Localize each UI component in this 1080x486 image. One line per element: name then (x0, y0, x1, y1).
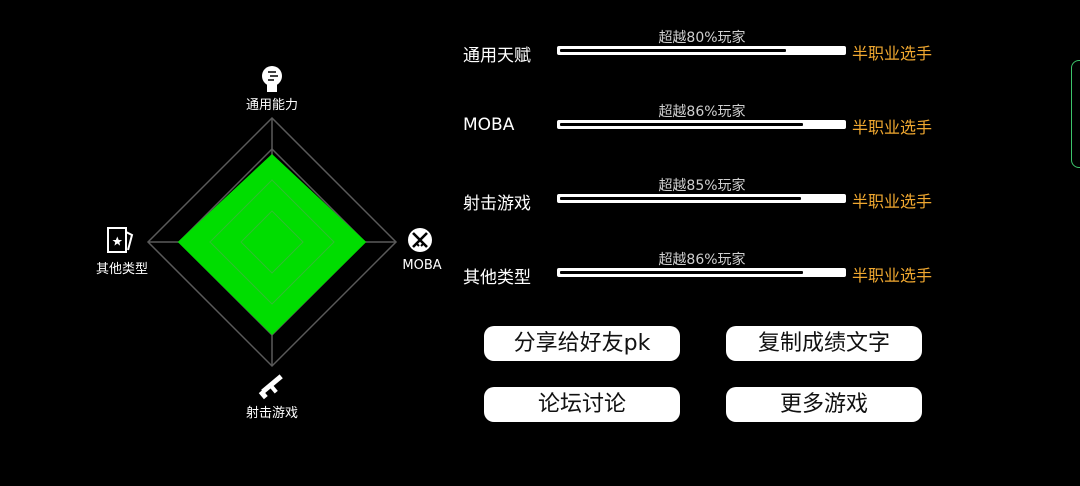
radar-inner-ring (209, 179, 335, 305)
stat-percentile: 超越85%玩家 (658, 178, 746, 194)
radar-icons (107, 66, 432, 400)
axis-label-moba: MOBA (402, 258, 442, 273)
forum-button[interactable]: 论坛讨论 (484, 387, 680, 422)
edge-handle[interactable] (1071, 60, 1080, 168)
progress-bar (557, 268, 846, 277)
crossed-swords-icon (408, 228, 432, 252)
cards-icon (107, 227, 134, 253)
share-button[interactable]: 分享给好友pk (484, 326, 680, 361)
axis-label-other: 其他类型 (95, 262, 149, 277)
progress-fill (560, 271, 804, 274)
stat-row-moba: MOBA 超越86%玩家 半职业选手 (463, 101, 963, 141)
progress-fill (560, 197, 801, 200)
rifle-icon (258, 374, 283, 400)
radar-chart (107, 66, 432, 400)
stat-row-general-talent: 通用天赋 超越80%玩家 半职业选手 (463, 27, 963, 67)
head-profile-icon (262, 66, 282, 92)
stat-label: 其他类型 (463, 268, 531, 288)
radar-area (177, 153, 367, 335)
stat-label: MOBA (463, 115, 515, 135)
progress-bar (557, 194, 846, 203)
progress-fill (560, 49, 787, 52)
more-games-button[interactable]: 更多游戏 (726, 387, 922, 422)
copy-results-button[interactable]: 复制成绩文字 (726, 326, 922, 361)
stat-percentile: 超越86%玩家 (658, 104, 746, 120)
stat-row-shooter: 射击游戏 超越85%玩家 半职业选手 (463, 175, 963, 215)
stat-rank: 半职业选手 (852, 118, 933, 137)
radar-inner-ring (240, 210, 304, 274)
progress-bar (557, 46, 846, 55)
progress-bar (557, 120, 846, 129)
stat-label: 射击游戏 (463, 194, 531, 214)
progress-fill (560, 123, 804, 126)
stat-label: 通用天赋 (463, 46, 531, 66)
stat-rank: 半职业选手 (852, 44, 933, 63)
stat-percentile: 超越86%玩家 (658, 252, 746, 268)
stat-percentile: 超越80%玩家 (658, 30, 746, 46)
axis-label-shooter: 射击游戏 (245, 406, 299, 421)
stat-row-other: 其他类型 超越86%玩家 半职业选手 (463, 249, 963, 289)
stat-rank: 半职业选手 (852, 266, 933, 285)
stat-rank: 半职业选手 (852, 192, 933, 211)
axis-label-general: 通用能力 (245, 98, 299, 113)
